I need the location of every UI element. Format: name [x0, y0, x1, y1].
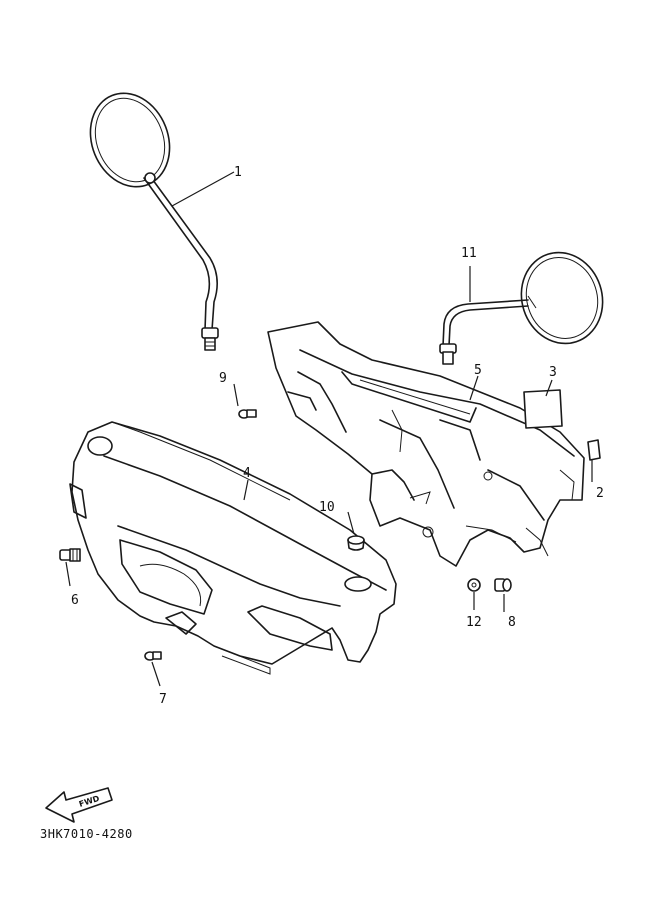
left-mirror-part-1: [89, 92, 219, 351]
callout-7: 7: [159, 692, 167, 707]
leader-lines: [65, 171, 593, 687]
callout-8: 8: [508, 615, 516, 630]
rear-cover-part-5: [267, 321, 585, 567]
callout-labels: 1 2 3 4 5 6 7 8 9 10 11 12: [71, 165, 604, 707]
callout-10: 10: [319, 500, 335, 515]
washer-part-12: [467, 578, 481, 592]
label-part-3: [523, 389, 563, 429]
callout-3: 3: [549, 365, 557, 380]
emblem-part-2: [587, 439, 601, 461]
screw-part-7: [144, 651, 162, 661]
bolt-part-6: [59, 548, 81, 562]
callout-9: 9: [219, 371, 227, 386]
nut-part-8: [494, 578, 512, 592]
callout-1: 1: [234, 165, 242, 180]
right-mirror-part-11: [439, 251, 604, 365]
callout-12: 12: [466, 615, 482, 630]
diagram-code: 3HK7010-4280: [40, 827, 133, 841]
callout-4: 4: [243, 466, 251, 481]
grommet-part-10: [347, 535, 365, 551]
callout-6: 6: [71, 593, 79, 608]
callout-2: 2: [596, 486, 604, 501]
forward-arrow-icon: FWD: [45, 787, 113, 823]
front-cover-part-4: [69, 421, 397, 675]
callout-5: 5: [474, 363, 482, 378]
screw-part-9: [238, 409, 257, 419]
callout-11: 11: [461, 246, 477, 261]
